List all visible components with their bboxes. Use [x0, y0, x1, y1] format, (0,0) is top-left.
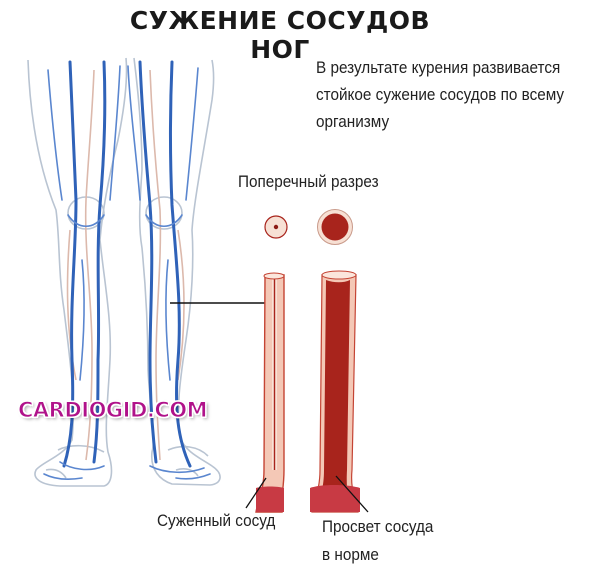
veins	[62, 60, 192, 468]
normal-label-line1: Просвет сосуда	[322, 517, 434, 536]
cross-section-normal	[317, 209, 353, 245]
normal-vessel	[310, 270, 369, 513]
normal-label-line2: в норме	[322, 545, 379, 564]
watermark-logo: CARDIOGID.COM	[17, 398, 208, 423]
cross-section-label: Поперечный разрез	[238, 172, 379, 191]
page-title: СУЖЕНИЕ СОСУДОВ НОГ	[129, 6, 431, 64]
veins-thin	[43, 65, 211, 480]
description-text: В результате курения развивается стойкое…	[316, 58, 565, 131]
narrowed-vessel	[245, 272, 285, 513]
legs-illustration	[27, 57, 221, 487]
narrowed-vessel-label: Суженный сосуд	[157, 511, 276, 530]
cross-section-narrowed	[264, 215, 288, 239]
normal-vessel-label: Просвет сосуда в норме	[322, 513, 433, 569]
